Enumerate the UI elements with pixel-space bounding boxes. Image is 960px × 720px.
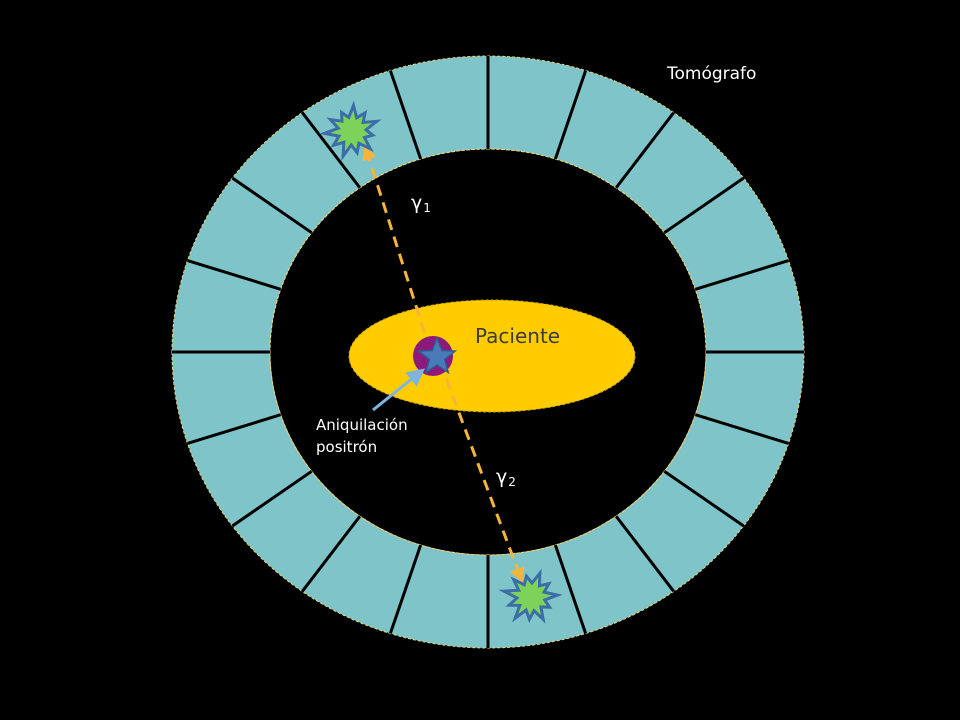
annihilation-pointer-arrow: [372, 368, 426, 412]
detector-segment-divider: [301, 111, 362, 189]
detector-segment-divider: [388, 70, 423, 160]
detector-segment-divider: [663, 176, 745, 234]
annihilation-label-line-2: positrón: [316, 438, 378, 456]
detector-segments: [172, 56, 804, 648]
gamma-ray-2-path: [438, 361, 525, 584]
annihilation-label: Aniquilación positrón: [316, 414, 408, 458]
scanner-label: Tomógrafo: [667, 64, 757, 84]
detector-segment-divider: [553, 70, 588, 160]
detection-flash-top-icon: [318, 100, 382, 162]
detector-segment-divider: [388, 544, 423, 634]
detector-segment-divider: [187, 413, 282, 445]
detection-flash-bottom-icon: [498, 568, 563, 624]
annihilation-label-line-1: Aniquilación: [316, 416, 408, 434]
detector-segment-divider: [231, 176, 313, 234]
detector-segment-divider: [187, 259, 282, 291]
patient-label: Paciente: [475, 324, 561, 348]
detector-segment-divider: [663, 470, 745, 528]
gamma-1-subscript: 1: [423, 201, 431, 215]
detector-segment-divider: [694, 413, 789, 445]
gamma-2-subscript: 2: [508, 475, 516, 489]
detector-segment-divider: [301, 515, 362, 593]
detector-segment-divider: [553, 544, 588, 634]
detector-segment-divider: [614, 515, 675, 593]
gamma-ray-2-label: γ2: [496, 466, 516, 489]
detector-segment-divider: [614, 111, 675, 189]
detector-segment-divider: [231, 470, 313, 528]
gamma-2-symbol: γ: [496, 466, 508, 488]
detector-segment-divider: [694, 259, 789, 291]
annihilation-star-icon: [416, 335, 458, 375]
gamma-1-symbol: γ: [411, 192, 423, 214]
gamma-ray-1-label: γ1: [411, 192, 431, 215]
